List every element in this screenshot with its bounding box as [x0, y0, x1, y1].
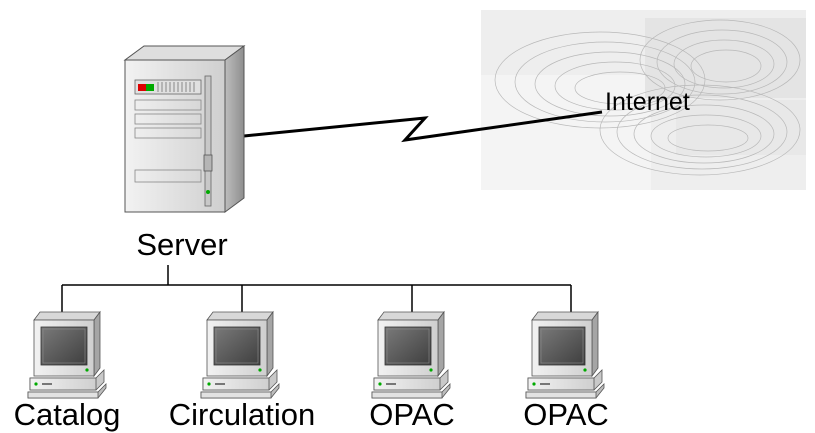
- workstation-label-catalog: Catalog: [13, 397, 121, 432]
- network-bus: [61, 265, 572, 312]
- workstation-label-circulation: Circulation: [168, 397, 316, 432]
- computer-icon: [371, 311, 451, 399]
- workstation-label-opac-1: OPAC: [369, 397, 455, 432]
- server-tower-icon: [123, 45, 246, 213]
- computer-icon: [200, 311, 280, 399]
- internet-label: Internet: [605, 88, 690, 116]
- computer-icon: [525, 311, 605, 399]
- server-label: Server: [136, 227, 228, 262]
- lightning-link-icon: [243, 110, 603, 143]
- workstation-label-opac-2: OPAC: [523, 397, 609, 432]
- internet-cloud: [481, 10, 806, 190]
- computer-icon: [27, 311, 107, 399]
